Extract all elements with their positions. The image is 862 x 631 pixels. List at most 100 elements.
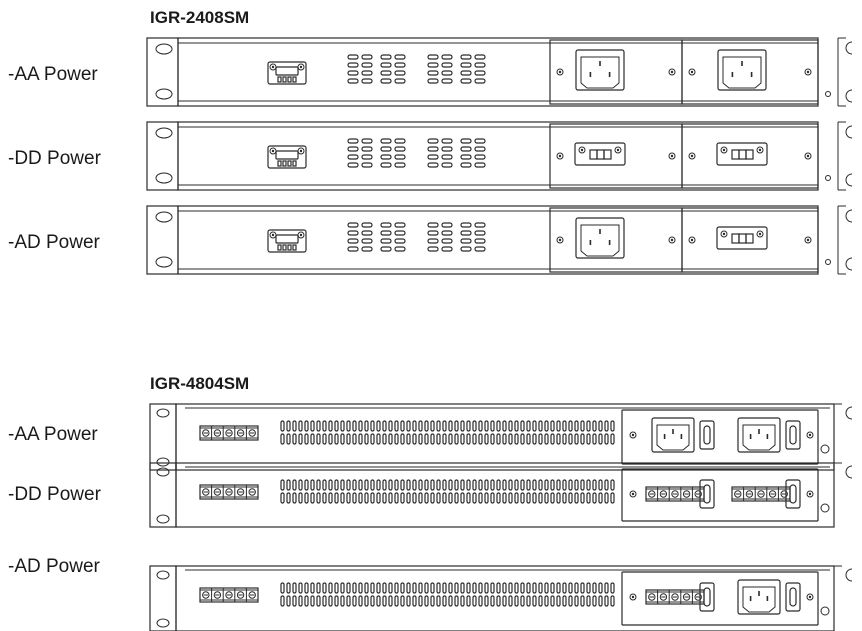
dc-terminal-block-icon (199, 484, 259, 500)
mounting-hole-icon (155, 88, 173, 100)
screw-icon (556, 68, 564, 76)
screw-icon (806, 490, 814, 498)
power-switch-icon (699, 420, 715, 450)
psu-bay (681, 39, 819, 105)
psu-bay (681, 123, 819, 189)
mounting-hole-icon (155, 211, 173, 223)
ac-power-inlet-icon (575, 49, 625, 91)
ac-power-inlet-icon (737, 417, 781, 453)
screw-icon (806, 593, 814, 601)
ground-screw-icon (820, 444, 830, 454)
power-switch-icon (785, 420, 801, 450)
mounting-hole-icon (155, 127, 173, 139)
psu-bay (549, 207, 683, 273)
mounting-hole-icon (156, 618, 170, 628)
screw-icon (629, 490, 637, 498)
chassis (175, 403, 835, 471)
console-port-icon (267, 229, 307, 253)
device-rear-panel-2408 (146, 37, 853, 107)
ac-power-inlet-icon (717, 49, 767, 91)
device-rear-panel-2408 (146, 205, 853, 275)
mounting-hole-icon (156, 467, 170, 477)
psu-bay (549, 123, 683, 189)
dc-power-terminal-icon (574, 142, 626, 166)
label-4804-dd-power: -DD Power (8, 484, 101, 505)
screw-icon (668, 236, 676, 244)
screw-icon (804, 152, 812, 160)
screw-icon (556, 152, 564, 160)
screw-icon (756, 146, 764, 154)
title-igr-4804sm: IGR-4804SM (150, 374, 250, 393)
console-port-icon (267, 61, 307, 85)
dc-terminal-block-icon (645, 589, 705, 605)
power-switch-icon (785, 582, 801, 612)
chassis (177, 37, 819, 107)
ground-screw-icon (820, 606, 830, 616)
mounting-hole-icon (156, 408, 170, 418)
screw-icon (668, 152, 676, 160)
power-switch-icon (699, 582, 715, 612)
screw-icon (668, 68, 676, 76)
screw-icon (804, 236, 812, 244)
ground-screw-icon (820, 503, 830, 513)
ventilation-slots (347, 54, 486, 84)
screw-icon (578, 146, 586, 154)
ac-power-inlet-icon (575, 217, 625, 259)
screw-icon (688, 152, 696, 160)
rack-ear-left (146, 205, 179, 275)
psu-module (621, 571, 819, 626)
ground-screw-icon (825, 91, 831, 97)
power-switch-icon (785, 479, 801, 509)
ac-power-inlet-icon (737, 579, 781, 615)
rack-ear-left (149, 403, 177, 471)
ac-power-inlet-icon (651, 417, 695, 453)
mounting-hole-icon (155, 43, 173, 55)
screw-icon (297, 147, 305, 155)
screw-icon (297, 231, 305, 239)
psu-bay (549, 39, 683, 105)
power-switch-icon (699, 479, 715, 509)
label-2408-dd-power: -DD Power (8, 148, 101, 169)
ventilation-slots (347, 222, 486, 252)
title-igr-2408sm: IGR-2408SM (150, 8, 250, 27)
chassis (177, 121, 819, 191)
screw-icon (269, 231, 277, 239)
ground-screw-icon (825, 259, 831, 265)
screw-icon (720, 146, 728, 154)
rack-ear-left (149, 462, 177, 528)
rack-ear-left (146, 121, 179, 191)
device-rear-panel-4804 (149, 565, 853, 631)
screw-icon (756, 230, 764, 238)
ground-screw-icon (825, 175, 831, 181)
mounting-hole-icon (156, 514, 170, 524)
screw-icon (297, 63, 305, 71)
mounting-hole-icon (156, 457, 170, 467)
dc-terminal-block-icon (645, 486, 705, 502)
dc-power-terminal-icon (716, 142, 768, 166)
screw-icon (629, 593, 637, 601)
mounting-hole-icon (156, 570, 170, 580)
chassis (175, 565, 835, 631)
mounting-hole-icon (155, 172, 173, 184)
screw-icon (269, 147, 277, 155)
dc-terminal-block-icon (199, 425, 259, 441)
screw-icon (688, 236, 696, 244)
psu-module (621, 409, 819, 465)
dc-terminal-block-icon (731, 486, 791, 502)
ventilation-slots (280, 582, 615, 607)
rack-ear-left (146, 37, 179, 107)
label-4804-ad-power: -AD Power (8, 556, 100, 577)
psu-bay (681, 207, 819, 273)
ventilation-slots (280, 420, 615, 445)
screw-icon (269, 63, 277, 71)
ventilation-slots (280, 479, 615, 504)
label-2408-aa-power: -AA Power (8, 64, 98, 85)
device-rear-panel-4804 (149, 403, 853, 471)
screw-icon (804, 68, 812, 76)
rack-ear-left (149, 565, 177, 631)
screw-icon (720, 230, 728, 238)
chassis (177, 205, 819, 275)
screw-icon (629, 431, 637, 439)
mounting-hole-icon (155, 256, 173, 268)
